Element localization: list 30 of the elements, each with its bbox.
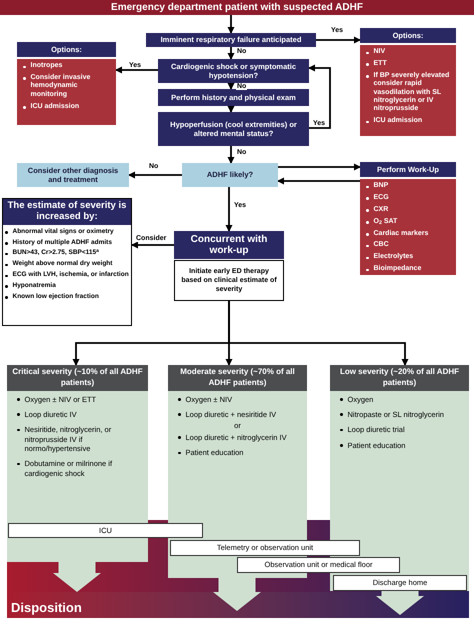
options-panel (360, 28, 456, 136)
arrow (277, 178, 360, 184)
column-header: Moderate severity (~70% of all ADHF patients) (168, 365, 307, 391)
arrow (228, 15, 234, 34)
band-label: Disposition (11, 601, 82, 614)
arrow (316, 36, 361, 44)
arrow (228, 83, 234, 90)
options-panel (17, 42, 116, 125)
block-arrow (376, 591, 424, 615)
arrow (228, 146, 234, 164)
options-panel (360, 162, 456, 275)
arrow (228, 301, 408, 366)
block-arrow (213, 578, 261, 611)
arrow (226, 187, 232, 232)
process-box: Concurrent with work-up (174, 231, 284, 259)
panel-header: The estimate of severity is increased by: (3, 199, 131, 225)
severity-column (7, 365, 148, 562)
arrow (131, 242, 174, 248)
arrow (228, 106, 234, 113)
arrow (308, 64, 331, 129)
criteria-panel (2, 198, 132, 326)
disposition-band (7, 592, 469, 618)
column-header: Low severity (~20% of all ADHF patients) (330, 365, 469, 391)
title-banner: Emergency department patient with suspected ADHF (0, 0, 474, 15)
arrow (228, 47, 234, 60)
column-header: Critical severity (~10% of all ADHF patients) (7, 365, 148, 391)
arrow (128, 172, 182, 178)
block-arrow (53, 562, 101, 592)
arrow (115, 66, 158, 74)
arrow (278, 164, 361, 170)
